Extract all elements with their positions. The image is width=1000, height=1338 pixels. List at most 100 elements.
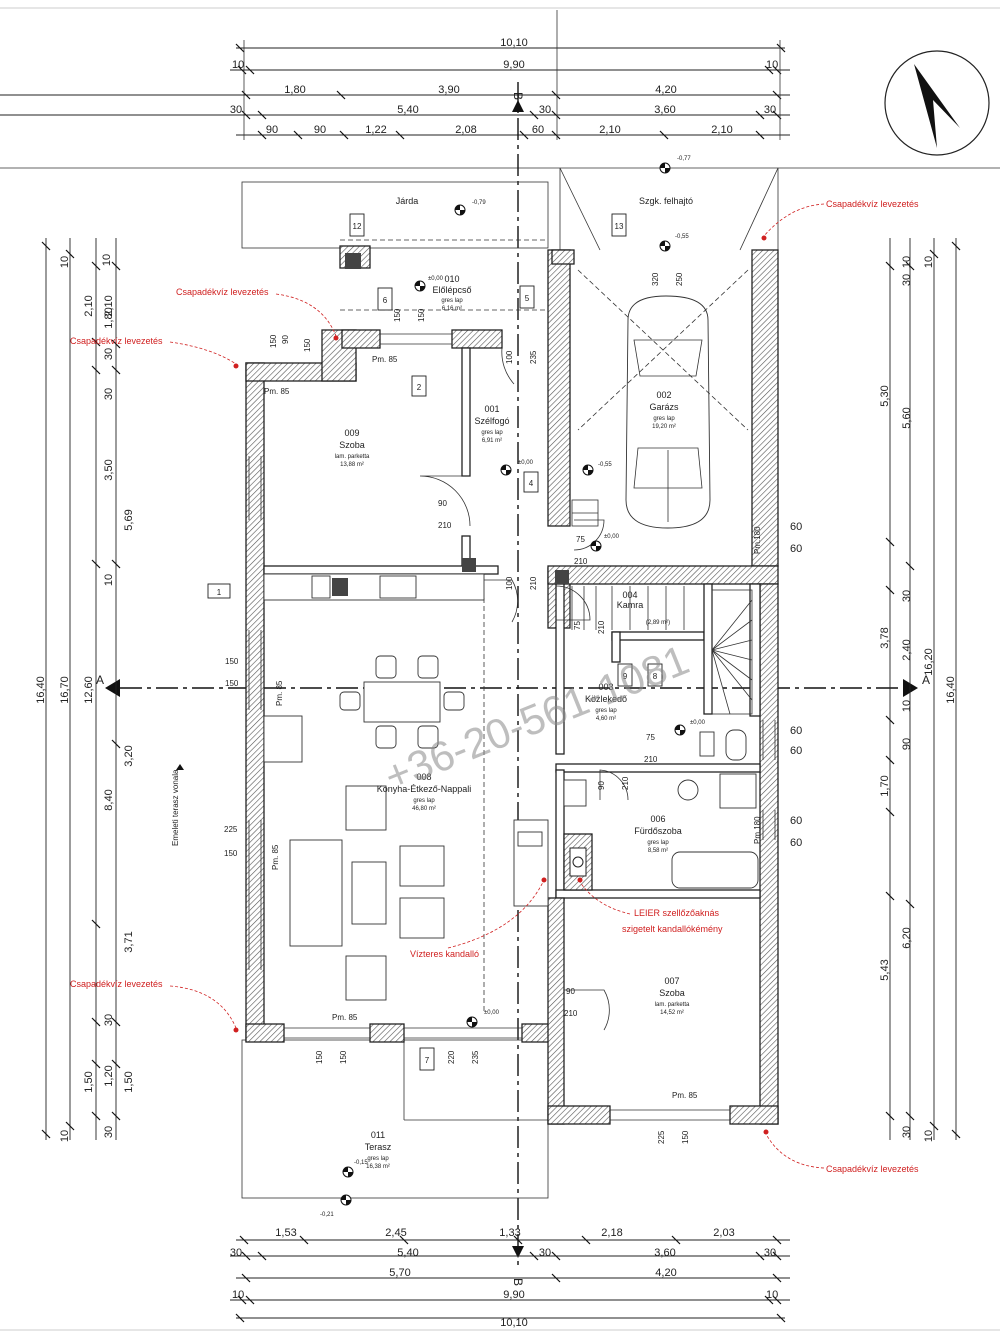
svg-text:3,71: 3,71: [123, 931, 135, 952]
dim-top-5f: 2,10: [599, 124, 620, 136]
axis-label-a-right: A: [922, 673, 930, 687]
note-leier-1: LEIER szellőzőaknás: [634, 908, 720, 918]
svg-text:Szélfogó: Szélfogó: [474, 416, 509, 426]
svg-text:3,78: 3,78: [879, 627, 891, 648]
svg-text:75: 75: [573, 621, 582, 630]
svg-text:30: 30: [901, 590, 913, 602]
svg-text:3,20: 3,20: [123, 745, 135, 766]
dim-bottom-5: 10,10: [500, 1317, 528, 1329]
tag-12: 12: [353, 222, 362, 231]
tag-9: 9: [623, 672, 628, 681]
svg-text:90: 90: [281, 335, 290, 344]
axis-label-a-left: A: [96, 673, 104, 687]
room-004: 004 Kamra (2,89 m²): [617, 590, 670, 626]
note-csapadek-4: Csapadékvíz levezetés: [70, 979, 163, 989]
svg-text:210: 210: [438, 521, 452, 530]
svg-text:009: 009: [344, 428, 359, 438]
svg-text:003: 003: [598, 682, 613, 692]
svg-text:210: 210: [621, 776, 630, 790]
svg-text:30: 30: [103, 388, 115, 400]
svg-text:lam. parketta: lam. parketta: [335, 454, 370, 460]
svg-text:75: 75: [576, 535, 585, 544]
svg-text:8,58 m²: 8,58 m²: [648, 848, 668, 854]
dim-top-1: 10,10: [500, 37, 528, 49]
svg-text:60: 60: [790, 725, 802, 737]
svg-text:210: 210: [564, 1009, 578, 1018]
svg-text:100: 100: [505, 350, 514, 364]
svg-text:60: 60: [790, 745, 802, 757]
tag-4: 4: [529, 479, 534, 488]
svg-text:Pm. 85: Pm. 85: [271, 844, 280, 870]
svg-text:±0,00: ±0,00: [484, 1010, 500, 1016]
dim-bottom-2a: 30: [230, 1247, 242, 1259]
room-011: 011 Terasz gres lap 16,38 m²: [365, 1130, 392, 1170]
furniture: [263, 269, 759, 1001]
svg-text:gres lap: gres lap: [367, 1156, 389, 1162]
dim-top-5g: 2,10: [711, 124, 732, 136]
svg-text:150: 150: [315, 1050, 324, 1064]
svg-text:008: 008: [416, 772, 431, 782]
svg-text:-0,79: -0,79: [472, 200, 486, 206]
svg-text:60: 60: [790, 815, 802, 827]
svg-text:007: 007: [664, 976, 679, 986]
label-felhajto: Szgk. felhajtó: [639, 196, 693, 206]
svg-text:-0,77: -0,77: [677, 156, 691, 162]
svg-text:150: 150: [339, 1050, 348, 1064]
svg-text:Szoba: Szoba: [659, 988, 685, 998]
svg-text:2,10: 2,10: [103, 295, 115, 316]
svg-text:150: 150: [393, 308, 402, 322]
svg-text:320: 320: [651, 272, 660, 286]
svg-text:(2,89 m²): (2,89 m²): [646, 620, 670, 626]
svg-text:1,80: 1,80: [103, 307, 115, 328]
dim-bottom-1d: 2,18: [601, 1227, 622, 1239]
room-006: 006 Fürdőszoba gres lap 8,58 m²: [634, 814, 682, 854]
dim-top-3a: 1,80: [284, 84, 305, 96]
svg-text:210: 210: [574, 557, 588, 566]
svg-text:8,40: 8,40: [103, 789, 115, 810]
tag-7: 7: [425, 1056, 430, 1065]
level-markers: -0,79 -0,77 ±0,00 -0,55 ±0,00 -0,55 ±0,0…: [320, 156, 706, 1218]
dim-right-mid: 16,20: [923, 648, 935, 676]
svg-text:Előlépcső: Előlépcső: [432, 285, 471, 295]
svg-text:Pm. 85: Pm. 85: [372, 355, 398, 364]
dim-bottom-1e: 2,03: [713, 1227, 734, 1239]
svg-text:5,69: 5,69: [123, 509, 135, 530]
svg-text:150: 150: [225, 657, 239, 666]
tag-13: 13: [615, 222, 624, 231]
svg-text:150: 150: [224, 849, 238, 858]
dim-top-5d: 2,08: [455, 124, 476, 136]
dim-bottom-2e: 30: [764, 1247, 776, 1259]
svg-text:235: 235: [471, 1050, 480, 1064]
dim-top-5a: 90: [266, 124, 278, 136]
room-008: 008 Konyha-Étkező-Nappali gres lap 46,80…: [377, 772, 472, 812]
label-jarda: Járda: [396, 196, 419, 206]
svg-text:225: 225: [224, 825, 238, 834]
svg-text:60: 60: [790, 837, 802, 849]
svg-text:10: 10: [103, 574, 115, 586]
dim-top-5c: 1,22: [365, 124, 386, 136]
svg-text:5,30: 5,30: [879, 385, 891, 406]
svg-text:150: 150: [303, 338, 312, 352]
dim-bottom-3b: 4,20: [655, 1267, 676, 1279]
room-002: 002 Garázs gres lap 19,20 m²: [649, 390, 679, 430]
svg-text:002: 002: [656, 390, 671, 400]
svg-text:16,38 m²: 16,38 m²: [366, 1164, 390, 1170]
svg-text:gres lap: gres lap: [413, 798, 435, 804]
dim-top-4d: 3,60: [654, 104, 675, 116]
svg-text:10: 10: [59, 256, 71, 268]
svg-text:lam. parketta: lam. parketta: [655, 1002, 690, 1008]
tag-6: 6: [383, 296, 388, 305]
dim-bottom-1a: 1,53: [275, 1227, 296, 1239]
dim-top-4a: 30: [230, 104, 242, 116]
svg-text:Pm.180: Pm.180: [753, 816, 762, 844]
svg-text:Garázs: Garázs: [649, 402, 679, 412]
svg-text:gres lap: gres lap: [653, 416, 675, 422]
note-csapadek-2: Csapadékvíz levezetés: [176, 287, 269, 297]
svg-text:gres lap: gres lap: [481, 430, 503, 436]
svg-text:gres lap: gres lap: [595, 708, 617, 714]
svg-text:90: 90: [438, 499, 447, 508]
room-003: 003 Közlekedő gres lap 4,60 m²: [585, 682, 627, 722]
dim-bottom-1b: 2,45: [385, 1227, 406, 1239]
top-dimensions: 10,10 10 9,90 10 1,80 3,90 4,20 30 5,40 …: [0, 10, 1000, 169]
